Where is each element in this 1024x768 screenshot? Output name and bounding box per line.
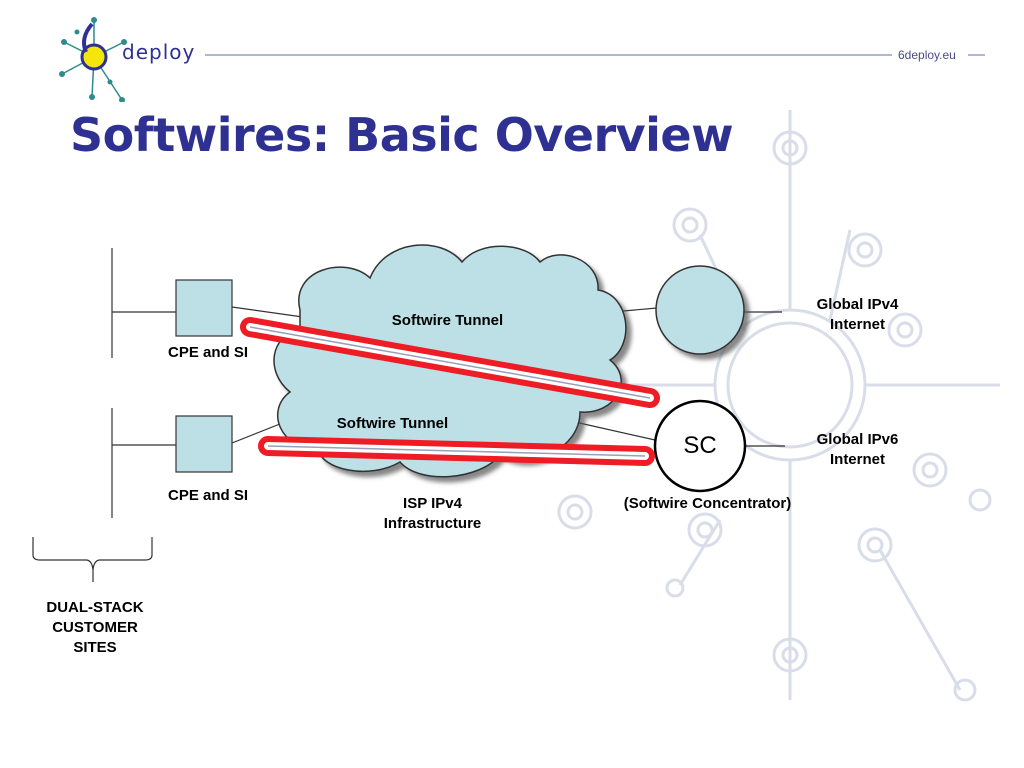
softwire-tunnel-bottom — [258, 436, 655, 466]
isp-label-line2: Infrastructure — [383, 515, 482, 532]
ipv4-label-line1: Global IPv4 — [816, 296, 899, 313]
slide-title: Softwires: Basic Overview — [70, 108, 734, 162]
isp-infrastructure-label: ISP IPv4 Infrastructure — [355, 494, 510, 534]
global-ipv4-label: Global IPv4 Internet — [800, 295, 915, 335]
cpe-box-top — [175, 279, 233, 337]
customer-sites-brace — [32, 537, 153, 582]
ipv4-internet-node — [655, 265, 745, 355]
ipv4-label-line2: Internet — [829, 316, 885, 333]
global-ipv6-label: Global IPv6 Internet — [800, 430, 915, 470]
tunnel-top-label: Softwire Tunnel — [391, 312, 504, 329]
tunnel-bottom-label: Softwire Tunnel — [336, 415, 449, 432]
sc-node-text: SC — [683, 432, 717, 459]
cpe-box-bottom — [175, 415, 233, 473]
sc-node — [653, 399, 747, 493]
customer-site-lines — [111, 248, 176, 518]
softwire-tunnel-top — [240, 317, 660, 408]
ipv6-label-line1: Global IPv6 — [816, 431, 899, 448]
logo-wordmark: deploy — [122, 40, 196, 64]
customer-label-line1: DUAL-STACK — [46, 599, 144, 616]
cpe-top-label: CPE and SI — [167, 344, 249, 361]
deploy-logo-icon — [59, 17, 127, 102]
site-url: 6deploy.eu — [898, 48, 956, 62]
customer-label-line3: SITES — [73, 639, 117, 656]
header-rule — [205, 54, 985, 56]
cpe-bottom-label: CPE and SI — [167, 487, 249, 504]
customer-sites-label: DUAL-STACK CUSTOMER SITES — [20, 598, 170, 658]
ipv6-label-line2: Internet — [829, 451, 885, 468]
sc-caption: (Softwire Concentrator) — [623, 495, 792, 512]
customer-label-line2: CUSTOMER — [52, 619, 138, 636]
isp-label-line1: ISP IPv4 — [403, 495, 462, 512]
